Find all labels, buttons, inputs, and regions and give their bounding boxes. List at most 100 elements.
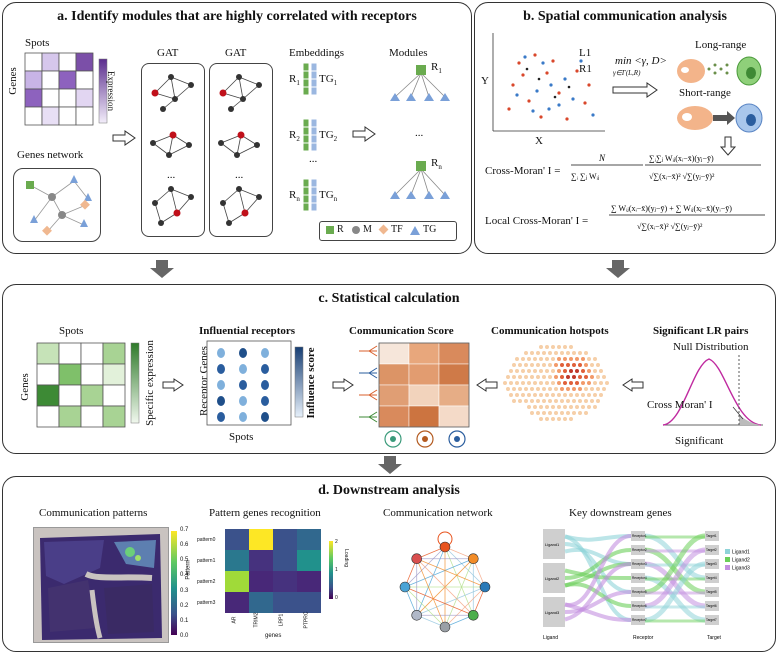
- panel-c-title: c. Statistical calculation: [318, 291, 460, 306]
- hotspot-dot: [602, 387, 606, 391]
- hotspot-dot: [560, 363, 564, 367]
- hotspot-dot: [527, 381, 531, 385]
- svg-text:√∑(xᵢ−x̄)² √∑(yⱼ−ȳ)²: √∑(xᵢ−x̄)² √∑(yⱼ−ȳ)²: [637, 222, 703, 231]
- arrow-c1: [162, 378, 184, 392]
- hotspot-dot: [530, 399, 534, 403]
- hm-row: pattern2: [197, 578, 216, 585]
- hotspot-dot: [557, 357, 561, 361]
- sankey-flow: [564, 582, 632, 608]
- min-subscript: γ∈Γ(L,R): [613, 69, 641, 77]
- spatial-scatter: [492, 33, 605, 132]
- hotspot-dot: [530, 387, 534, 391]
- hotspot-dot: [572, 375, 576, 379]
- hotspot-dot: [575, 393, 579, 397]
- sankey-target-node: [705, 587, 719, 597]
- module-rn: Rn: [431, 157, 442, 172]
- hotspot-dot: [536, 375, 540, 379]
- hotspot-dot: [581, 381, 585, 385]
- hotspot-dot: [551, 417, 555, 421]
- genes-network-box: [13, 168, 101, 242]
- hotspot-dot: [581, 357, 585, 361]
- hotspot-dot: [530, 375, 534, 379]
- embeddings-label: Embeddings: [289, 47, 344, 59]
- hotspot-dot: [524, 399, 528, 403]
- hm-cb-tick: 1: [335, 567, 338, 573]
- hotspot-dot: [530, 351, 534, 355]
- hm-xlabel: genes: [265, 633, 282, 639]
- communication-score-heatmap: [378, 342, 470, 428]
- hotspot-dot: [584, 399, 588, 403]
- hotspot-dot: [584, 363, 588, 367]
- communication-score-label: Communication Score: [349, 325, 454, 337]
- hotspot-dot: [509, 369, 513, 373]
- hotspot-dot: [554, 411, 558, 415]
- hotspot-dot: [512, 399, 516, 403]
- hotspot-dot: [572, 387, 576, 391]
- short-range-cells: [677, 103, 763, 133]
- modules-label: Modules: [389, 47, 428, 59]
- significant-label: Significant: [675, 435, 724, 447]
- hotspot-dot: [554, 375, 558, 379]
- cb-tick: 0.1: [180, 617, 189, 624]
- hotspot-dot: [569, 369, 573, 373]
- hotspot-dot: [578, 363, 582, 367]
- hotspot-dot: [581, 369, 585, 373]
- hotspot-dot: [593, 405, 597, 409]
- sankey-receptor-node: [631, 615, 645, 625]
- hotspot-dot: [578, 351, 582, 355]
- communication-network-label: Communication network: [383, 507, 493, 519]
- sankey-legend-label: Ligand1: [732, 550, 750, 556]
- hotspot-dot: [521, 381, 525, 385]
- hotspot-dot: [581, 405, 585, 409]
- hotspot-dot: [548, 363, 552, 367]
- arrow-c4: [622, 378, 644, 392]
- gat-graphs: [150, 74, 262, 226]
- hotspot-dot: [587, 369, 591, 373]
- genes-label: Genes: [6, 67, 19, 95]
- cross-moran-formula: N ∑ᵢ ∑ⱼ Wᵢⱼ ∑ᵢ∑ⱼ Wᵢⱼ(xᵢ−x̄)(yⱼ−ȳ) √∑(xᵢ−…: [571, 153, 761, 181]
- hotspot-dot: [539, 369, 543, 373]
- sankey-flow: [644, 561, 706, 623]
- panel-a-title: a. Identify modules that are highly corr…: [57, 9, 417, 24]
- spots-label: Spots: [25, 37, 50, 49]
- tg-legend-label: TG: [423, 224, 437, 235]
- emb-tg1: TG1: [319, 73, 338, 88]
- sankey-flow: [644, 547, 706, 609]
- hm-ylabel: Pattern: [185, 560, 192, 580]
- hotspot-dot: [578, 411, 582, 415]
- hotspot-dot: [542, 351, 546, 355]
- hotspot-dot: [545, 381, 549, 385]
- emb-r2: R2: [289, 129, 300, 144]
- tissue-patterns: [40, 534, 162, 640]
- network-node: [399, 581, 411, 593]
- arrow-a2: [352, 126, 376, 142]
- sankey-target-label: Target3: [706, 562, 717, 566]
- spots-c2-label: Spots: [229, 431, 254, 443]
- hotspot-dot: [518, 363, 522, 367]
- hotspot-dot: [545, 393, 549, 397]
- hotspot-dot: [539, 357, 543, 361]
- hotspot-dot: [521, 393, 525, 397]
- hotspot-dot: [560, 411, 564, 415]
- tf-legend-label: TF: [391, 224, 403, 235]
- spots-c-label: Spots: [59, 325, 84, 337]
- sankey-target-node: [705, 573, 719, 583]
- sankey-ligand-node: [543, 597, 565, 627]
- tg-legend-icon: [410, 226, 420, 235]
- sankey-legend-label: Ligand3: [732, 566, 750, 572]
- hotspot-dot: [527, 393, 531, 397]
- hotspot-dot: [563, 393, 567, 397]
- hm-row: pattern0: [197, 536, 216, 543]
- hotspot-dot: [548, 399, 552, 403]
- hotspot-dot: [575, 381, 579, 385]
- hotspot-dot: [533, 405, 537, 409]
- hotspot-dot: [515, 369, 519, 373]
- hotspot-dot: [515, 393, 519, 397]
- hotspot-dot: [587, 393, 591, 397]
- influence-dot-matrix: [206, 340, 292, 426]
- hotspot-dot: [551, 393, 555, 397]
- communication-network-graph: [399, 531, 491, 633]
- hotspot-dot: [527, 405, 531, 409]
- hotspot-dot: [512, 375, 516, 379]
- network-edge: [416, 558, 486, 588]
